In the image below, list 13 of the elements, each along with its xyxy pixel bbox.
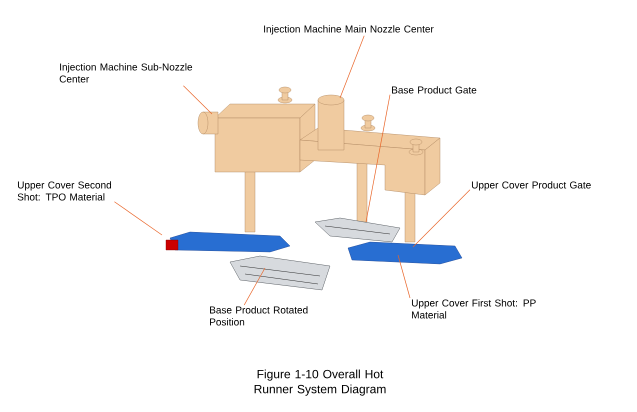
callout-label: Base Product Rotated Position (210, 306, 308, 326)
leader-line (398, 254, 410, 298)
callout-label: Base Product Gate (392, 86, 476, 94)
callout-label: Upper Cover Product Gate (472, 181, 591, 190)
callout-label: Injection Machine Sub-Nozzle Center (60, 63, 192, 83)
callout-label: Upper Cover Second Shot: TPO Material (18, 181, 112, 201)
leader-line (412, 189, 470, 248)
callout-label: Upper Cover First Shot: PP Material (412, 299, 536, 319)
leader-line (366, 94, 390, 222)
leader-line (114, 201, 162, 236)
figure-caption: Figure 1-10 Overall Hot Runner System Diagram (254, 370, 386, 396)
leader-line (244, 268, 266, 306)
callout-label: Injection Machine Main Nozzle Center (264, 25, 434, 35)
